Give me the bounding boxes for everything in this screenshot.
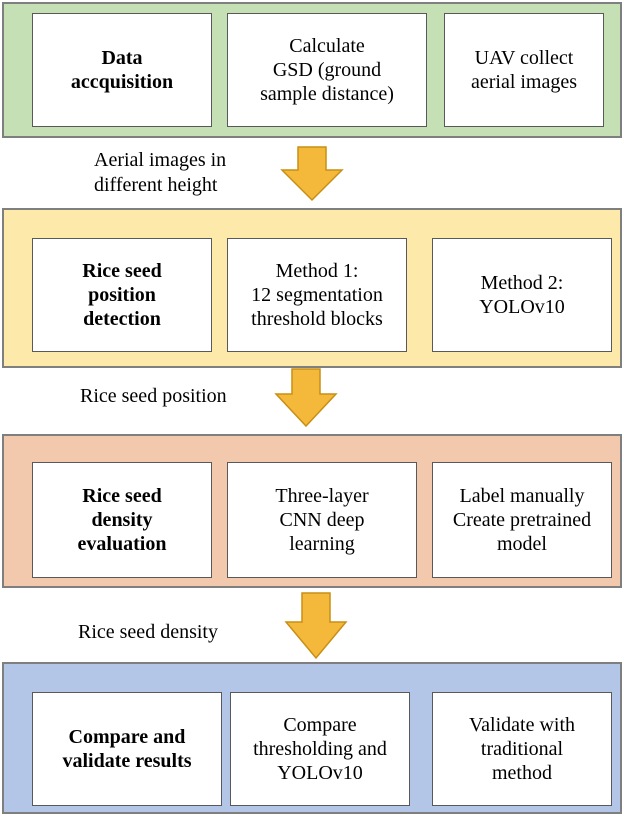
stage-title-box: Rice seed density evaluation — [32, 462, 212, 578]
step-box-method-2: Method 2: YOLOv10 — [432, 238, 612, 352]
step-text: Three-layer CNN deep learning — [275, 485, 369, 555]
step-text: Method 1: 12 segmentation threshold bloc… — [251, 260, 383, 330]
step-box-uav-collect: UAV collect aerial images — [444, 13, 604, 127]
step-box-cnn: Three-layer CNN deep learning — [227, 462, 417, 578]
step-text: Method 2: YOLOv10 — [479, 272, 565, 318]
stage-title: Rice seed position detection — [82, 260, 162, 330]
step-text: Label manually Create pretrained model — [452, 485, 592, 555]
stage-title-box: Compare and validate results — [32, 692, 222, 806]
step-text: UAV collect aerial images — [470, 47, 578, 93]
step-text: Compare thresholding and YOLOv10 — [253, 714, 387, 784]
step-box-compare: Compare thresholding and YOLOv10 — [230, 692, 410, 806]
stage-title: Rice seed density evaluation — [77, 485, 167, 555]
stage-title: Data accquisition — [70, 47, 174, 93]
step-box-label-manually: Label manually Create pretrained model — [432, 462, 612, 578]
step-box-method-1: Method 1: 12 segmentation threshold bloc… — [227, 238, 407, 352]
stage-seed-density-evaluation: Rice seed density evaluation Three-layer… — [2, 434, 622, 588]
step-box-calculate-gsd: Calculate GSD (ground sample distance) — [227, 13, 427, 127]
stage-seed-position-detection: Rice seed position detection Method 1: 1… — [2, 208, 622, 368]
step-text: Calculate GSD (ground sample distance) — [260, 35, 394, 105]
down-arrow-icon — [274, 368, 338, 428]
stage-title-box: Data accquisition — [32, 13, 212, 127]
step-text: Validate with traditional method — [468, 714, 576, 784]
down-arrow-icon — [280, 146, 344, 202]
stage-compare-validate: Compare and validate results Compare thr… — [2, 662, 622, 814]
flow-label-seed-position: Rice seed position — [80, 385, 227, 407]
stage-data-acquisition: Data accquisition Calculate GSD (ground … — [2, 2, 622, 138]
step-box-validate: Validate with traditional method — [432, 692, 612, 806]
flow-label-seed-density: Rice seed density — [78, 621, 218, 643]
stage-title-box: Rice seed position detection — [32, 238, 212, 352]
stage-title: Compare and validate results — [62, 726, 192, 772]
flow-label-aerial-images: Aerial images in different height — [94, 149, 227, 196]
down-arrow-icon — [284, 592, 348, 660]
